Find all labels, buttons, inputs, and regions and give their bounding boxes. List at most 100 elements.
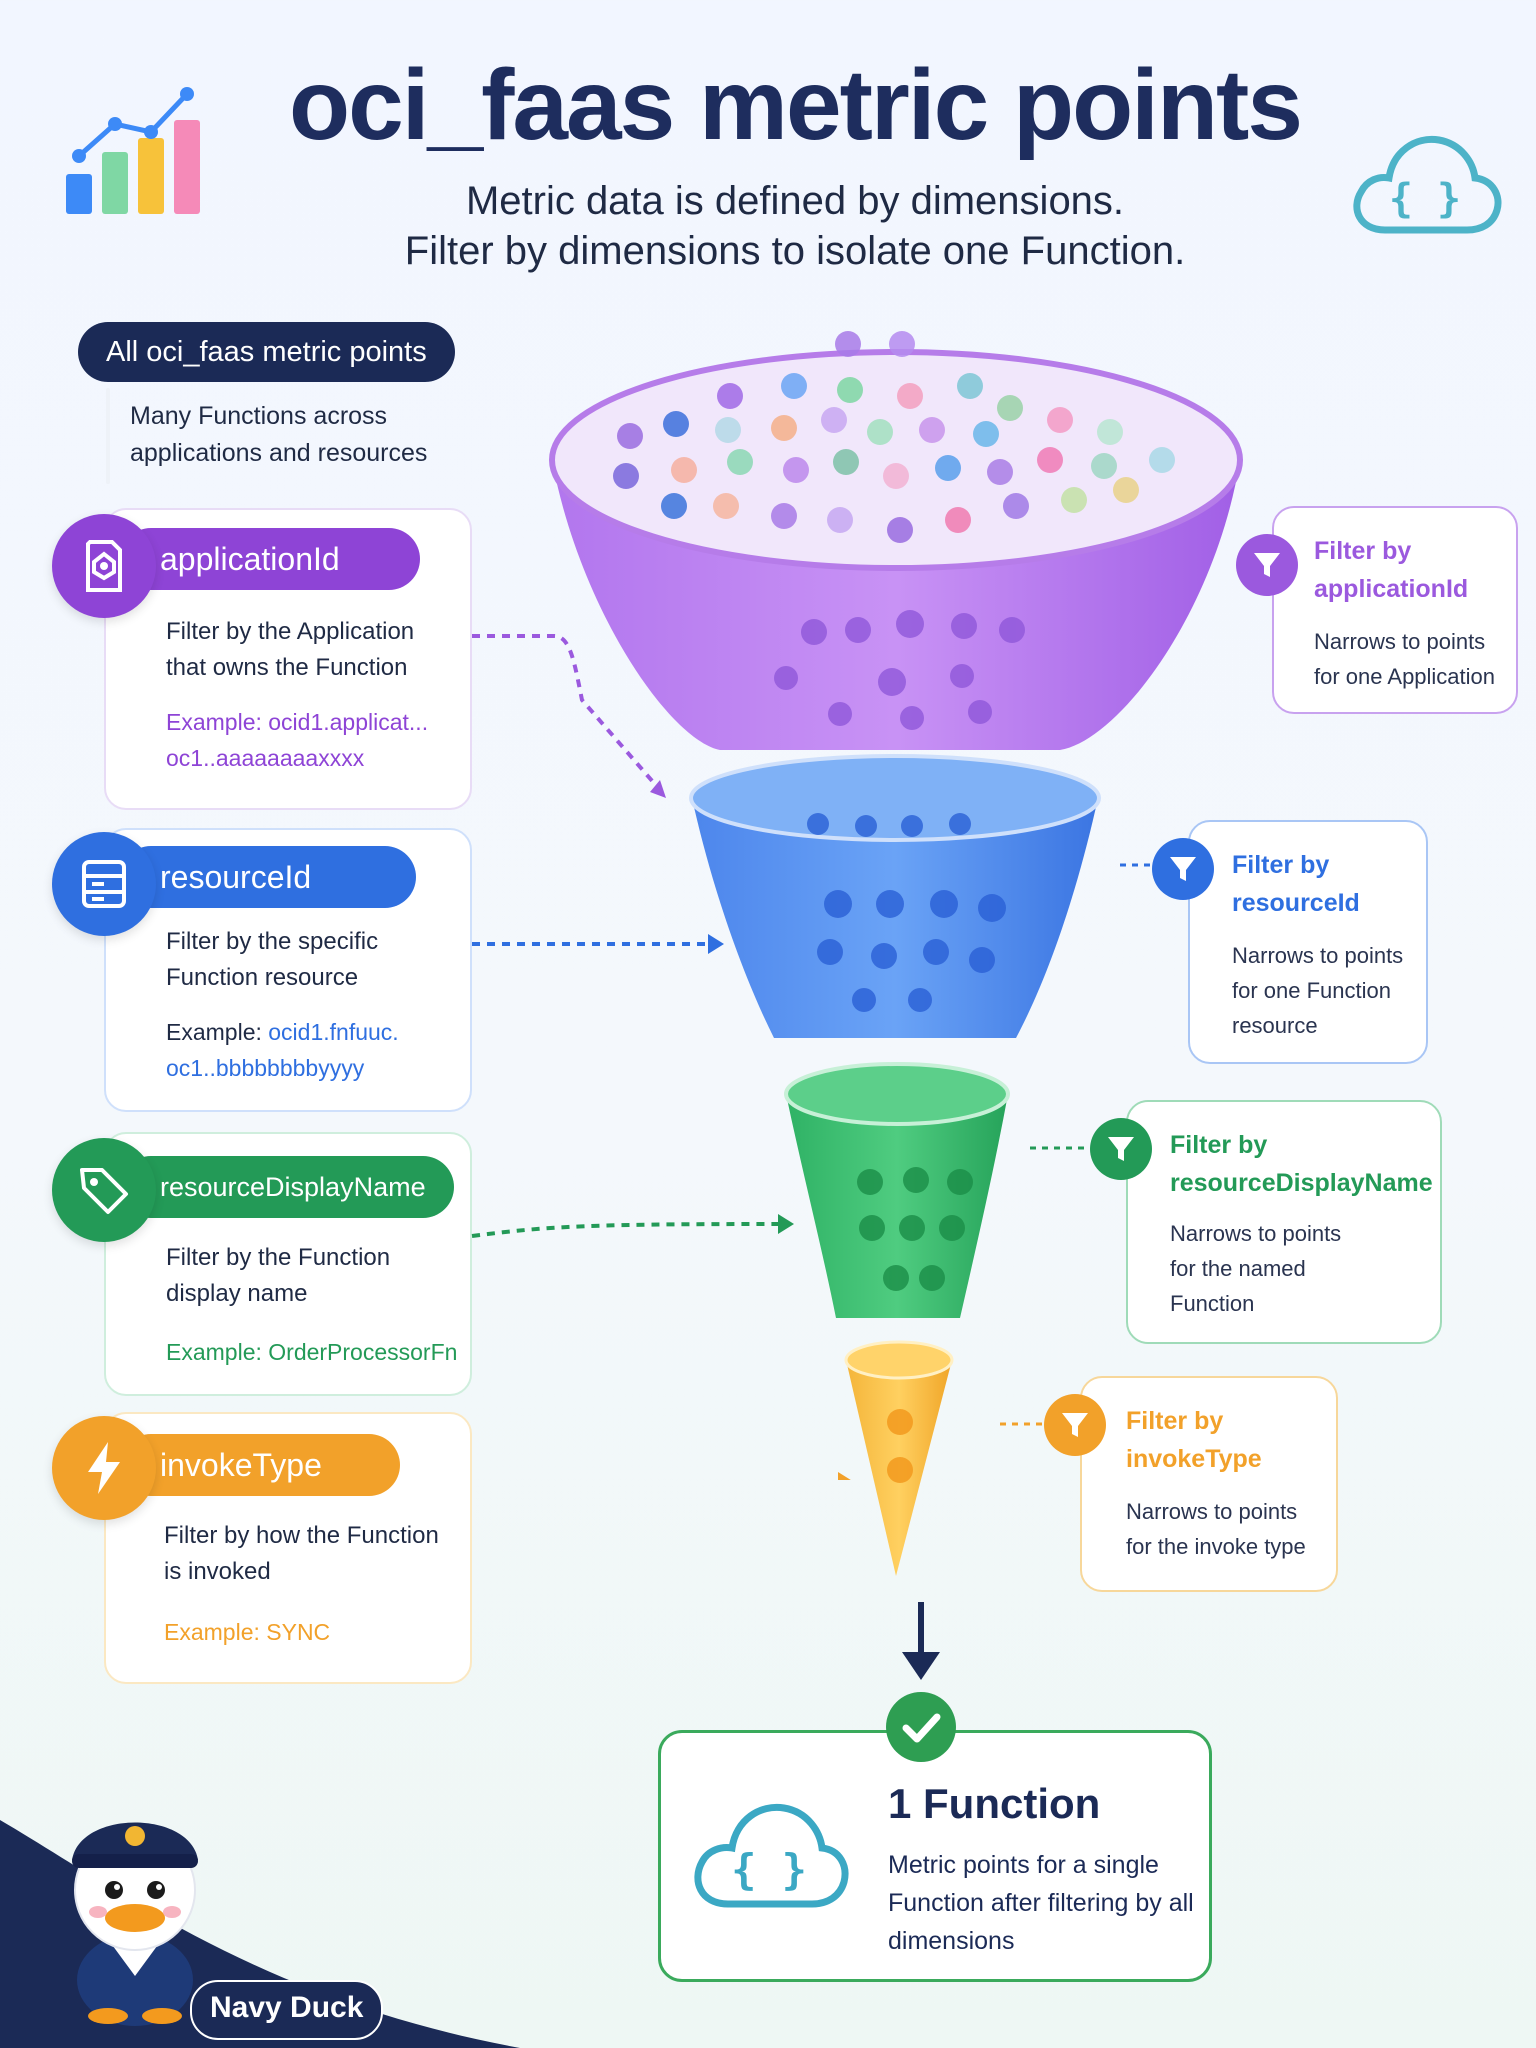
lightning-icon — [88, 1442, 120, 1494]
filter-title-resourcedisplayname: Filter by resourceDisplayName — [1170, 1126, 1433, 1202]
filter-title-line: applicationId — [1314, 575, 1469, 603]
filter-title-invoketype: Filter by invokeType — [1126, 1402, 1262, 1478]
dimension-label-resourceid: resourceId — [120, 846, 416, 908]
desc-line: display name — [166, 1280, 308, 1307]
result-card — [658, 1730, 1212, 1982]
filter-desc-line: for the invoke type — [1126, 1534, 1306, 1559]
filter-title-line: resourceDisplayName — [1170, 1169, 1433, 1197]
app-document-icon — [86, 540, 122, 592]
example-line: Example: ocid1.applicat... — [166, 709, 429, 735]
result-description: Metric points for a single Function afte… — [888, 1846, 1208, 1960]
filter-title-line: Filter by — [1170, 1131, 1268, 1159]
filter-title-resourceid: Filter by resourceId — [1232, 846, 1360, 922]
filter-icon-applicationid — [1236, 534, 1298, 596]
filter-title-line: Filter by — [1314, 537, 1412, 565]
example-value: ocid1.fnfuuc. — [268, 1019, 399, 1045]
filter-card-resourceid — [1188, 820, 1428, 1064]
tag-icon — [80, 1168, 128, 1214]
filter-title-line: invokeType — [1126, 1445, 1262, 1473]
svg-text:{ }: { } — [1389, 176, 1461, 222]
connector-arrows-left — [471, 634, 851, 1480]
desc-line: Filter by how the Function — [164, 1522, 439, 1549]
filter-card-applicationid — [1272, 506, 1518, 714]
bar-chart-icon — [66, 87, 200, 214]
filter-title-applicationid: Filter by applicationId — [1314, 532, 1468, 608]
server-icon — [82, 860, 126, 908]
page-title: oci_faas metric points — [289, 49, 1303, 161]
dimension-example-invoketype: Example: SYNC — [164, 1619, 331, 1645]
dimension-icon-applicationid — [52, 514, 156, 618]
dimension-icon-invoketype — [52, 1416, 156, 1520]
all-points-divider — [106, 388, 110, 484]
cloud-function-icon: { } — [1353, 135, 1502, 234]
filter-icon-resourcedisplayname — [1090, 1118, 1152, 1180]
dimension-example-resourcedisplayname: Example: OrderProcessorFn — [166, 1339, 458, 1365]
desc-line: is invoked — [164, 1558, 271, 1585]
all-points-label: All oci_faas metric points — [78, 322, 455, 382]
cloud-function-icon: { } — [694, 1803, 849, 1908]
example-line: oc1..aaaaaaaaxxxx — [166, 745, 365, 771]
filter-title-line: resourceId — [1232, 889, 1360, 917]
filter-desc-line: for the named — [1170, 1256, 1306, 1281]
dimension-desc-invoketype: Filter by how the Function is invoked — [164, 1518, 439, 1590]
all-points-description: Many Functions across applications and r… — [108, 398, 460, 472]
down-arrow-icon — [902, 1602, 940, 1680]
result-desc-line: Function after filtering by all — [888, 1889, 1194, 1917]
filter-title-line: Filter by — [1126, 1407, 1224, 1435]
dimension-desc-resourcedisplayname: Filter by the Function display name — [166, 1240, 390, 1312]
desc-line: Filter by the Function — [166, 1244, 391, 1271]
dimension-example-resourceid: Example: ocid1.fnfuuc. oc1..bbbbbbbbyyyy — [166, 1014, 399, 1086]
filter-desc-line: Narrows to points — [1170, 1221, 1342, 1246]
filter-desc-resourceid: Narrows to points for one Function resou… — [1232, 938, 1403, 1043]
filter-icon-resourceid — [1152, 838, 1214, 900]
result-desc-line: dimensions — [888, 1927, 1015, 1955]
funnel-filter-icon — [1108, 1137, 1134, 1161]
mascot-label: Navy Duck — [190, 1980, 384, 2040]
filter-icon-invoketype — [1044, 1394, 1106, 1456]
filter-funnel — [549, 331, 1243, 1576]
result-title: 1 Function — [888, 1780, 1101, 1827]
duck-mascot-icon — [72, 1822, 198, 2026]
filter-desc-line: for one Function — [1232, 978, 1391, 1003]
funnel-filter-icon — [1254, 553, 1280, 577]
dimension-desc-applicationid: Filter by the Application that owns the … — [166, 614, 414, 686]
desc-line: Filter by the Application — [166, 618, 415, 645]
desc-line: that owns the Function — [166, 654, 408, 681]
connector-lines-right — [1000, 863, 1152, 1426]
metric-point-dots — [613, 331, 1175, 543]
connector-resourcedisplayname — [471, 1222, 781, 1238]
funnel-filter-icon — [1062, 1413, 1088, 1437]
filter-card-resourcedisplayname — [1126, 1100, 1442, 1344]
filter-desc-line: resource — [1232, 1013, 1318, 1038]
subtitle-line-1: Metric data is defined by dimensions. — [465, 179, 1125, 223]
dimension-icon-resourceid — [52, 832, 156, 936]
filter-desc-line: for one Application — [1314, 664, 1496, 689]
desc-line: Function resource — [166, 964, 359, 991]
dimension-example-applicationid: Example: ocid1.applicat... oc1..aaaaaaaa… — [166, 704, 428, 776]
filter-desc-line: Narrows to points — [1314, 629, 1486, 654]
all-points-desc-line-2: applications and resources — [130, 439, 428, 467]
dimension-label-resourcedisplayname: resourceDisplayName — [120, 1156, 454, 1218]
example-prefix: Example: — [166, 1019, 269, 1045]
filter-desc-applicationid: Narrows to points for one Application — [1314, 624, 1495, 694]
filter-desc-invoketype: Narrows to points for the invoke type — [1126, 1494, 1306, 1564]
subtitle-line-2: Filter by dimensions to isolate one Func… — [404, 229, 1186, 273]
svg-text:{ }: { } — [731, 1845, 807, 1894]
filter-desc-line: Function — [1170, 1291, 1255, 1316]
filter-card-invoketype — [1080, 1376, 1338, 1592]
example-line: oc1..bbbbbbbbyyyy — [166, 1055, 365, 1081]
dimension-label-invoketype: invokeType — [120, 1434, 400, 1496]
dimension-icon-resourcedisplayname — [52, 1138, 156, 1242]
funnel-stage-resourceid — [692, 798, 1098, 1038]
example-line: Example: ocid1.fnfuuc. — [166, 1014, 399, 1050]
filter-desc-resourcedisplayname: Narrows to points for the named Function — [1170, 1216, 1341, 1321]
result-desc-line: Metric points for a single — [888, 1851, 1159, 1879]
all-points-desc-line-1: Many Functions across — [130, 402, 388, 430]
page-subtitle: Metric data is defined by dimensions. Fi… — [0, 176, 1536, 276]
funnel-stage-resourcedisplayname — [786, 1094, 1008, 1318]
dimension-label-applicationid: applicationId — [120, 528, 420, 590]
filter-desc-line: Narrows to points — [1126, 1499, 1298, 1524]
desc-line: Filter by the specific — [166, 928, 379, 955]
connector-applicationid — [472, 634, 662, 792]
dimension-desc-resourceid: Filter by the specific Function resource — [166, 924, 378, 996]
